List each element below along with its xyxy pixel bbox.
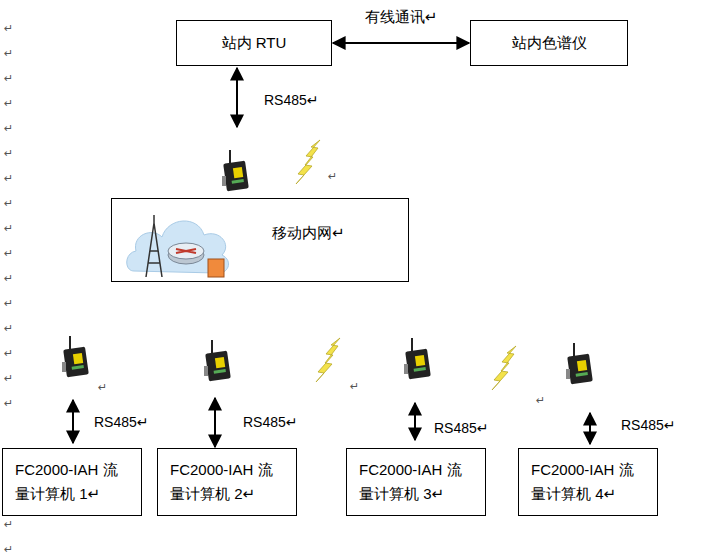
paragraph-mark: ↵ [4,297,13,310]
paragraph-mark: ↵ [98,381,107,394]
paragraph-mark: ↵ [4,122,13,135]
node-text: FC2000-IAH 流量计算机 3↵ [347,449,485,506]
paragraph-mark: ↵ [4,147,13,160]
node-text: 站内 RTU [177,21,331,55]
bus-label: RS485↵ [621,417,676,433]
modem-icon [566,343,593,384]
rs485-arrow [414,403,416,440]
node-text: 移动内网↵ [112,199,408,245]
paragraph-mark: ↵ [4,172,13,185]
paragraph-mark: ↵ [4,47,13,60]
device-box: FC2000-IAH 流量计算机 2↵ [157,448,297,516]
modem-icon [404,338,431,379]
rs485-arrow [589,413,591,444]
device-box: 站内 RTU [176,20,332,66]
node-text: FC2000-IAH 流量计算机 2↵ [158,449,296,506]
rs485-arrow [72,400,74,443]
paragraph-mark: ↵ [328,170,337,183]
paragraph-mark: ↵ [4,72,13,85]
paragraph-mark: ↵ [4,97,13,110]
bus-label: RS485↵ [243,414,298,430]
device-box: FC2000-IAH 流量计算机 3↵ [346,448,486,516]
device-box: 站内色谱仪 [470,20,628,66]
paragraph-mark: ↵ [4,247,13,260]
wireless-bolt [316,338,340,382]
paragraph-mark: ↵ [4,518,13,531]
edge-label: 有线通讯↵ [363,8,440,27]
paragraph-mark: ↵ [4,272,13,285]
paragraph-mark: ↵ [4,543,13,556]
paragraph-mark: ↵ [4,347,13,360]
rs485-arrow [236,68,238,127]
modem-icon [222,150,249,191]
paragraph-mark: ↵ [4,322,13,335]
paragraph-mark: ↵ [4,197,13,210]
paragraph-mark: ↵ [536,394,545,407]
bus-label: RS485↵ [264,92,319,108]
network-cloud-icon [124,201,234,281]
connector-arrow [333,42,469,44]
device-box: FC2000-IAH 流量计算机 4↵ [518,448,658,516]
paragraph-mark: ↵ [4,372,13,385]
node-text: FC2000-IAH 流量计算机 1↵ [3,449,141,506]
paragraph-mark: ↵ [4,397,13,410]
wireless-bolt [296,140,320,184]
network-box: 移动内网↵ [111,198,409,282]
modem-icon [62,336,89,377]
paragraph-mark: ↵ [4,22,13,35]
paragraph-mark: ↵ [350,380,359,393]
device-box: FC2000-IAH 流量计算机 1↵ [2,448,142,516]
node-text: 站内色谱仪 [471,21,627,55]
bus-label: RS485↵ [94,414,149,430]
modem-icon [204,340,231,381]
bus-label: RS485↵ [434,420,489,436]
rs485-arrow [214,398,216,447]
wireless-bolt [492,346,516,390]
paragraph-mark: ↵ [4,222,13,235]
node-text: FC2000-IAH 流量计算机 4↵ [519,449,657,506]
